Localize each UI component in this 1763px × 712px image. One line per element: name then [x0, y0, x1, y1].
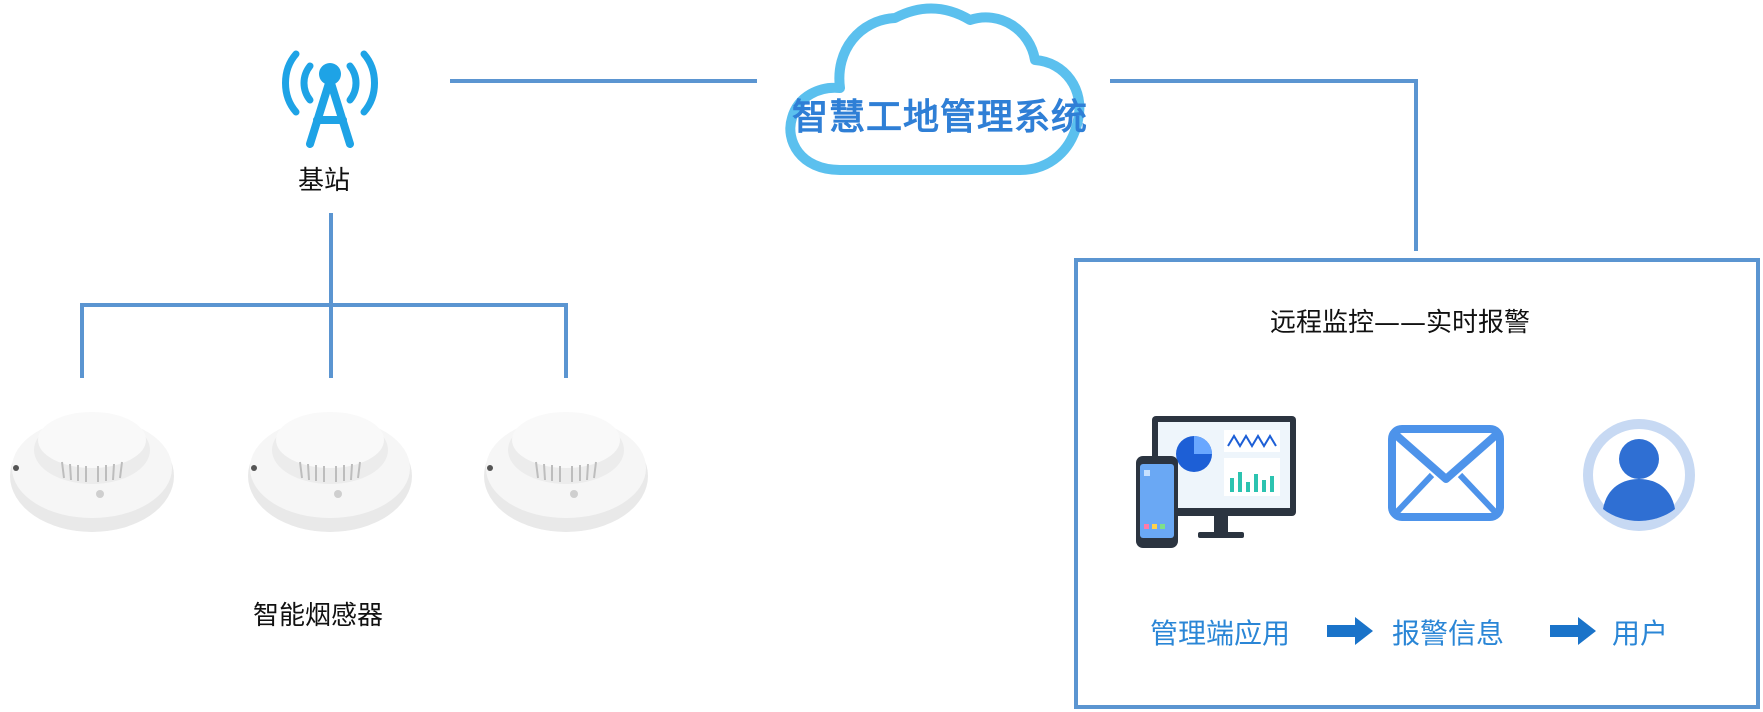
antenna-tower-icon — [282, 50, 378, 148]
connector-cloud-to-panel-v — [1414, 79, 1418, 251]
connector-sensor-1 — [80, 303, 84, 378]
cloud-icon — [785, 3, 1085, 175]
step-label-user: 用户 — [1612, 617, 1669, 650]
step-label-alarm-info: 报警信息 — [1392, 617, 1505, 650]
panel-title: 远程监控——实时报警 — [1270, 308, 1531, 338]
sensors-label: 智能烟感器 — [253, 601, 384, 631]
mail-icon — [1388, 425, 1504, 521]
connector-sensor-3 — [564, 303, 568, 378]
connector-cloud-to-panel-h — [1110, 79, 1417, 83]
arrow-right-icon — [1550, 617, 1596, 645]
base-station-label: 基站 — [298, 166, 351, 196]
user-avatar-icon — [1583, 419, 1695, 531]
cloud-title: 智慧工地管理系统 — [791, 97, 1088, 138]
smoke-detector-icon — [484, 412, 648, 532]
connector-tower-to-cloud — [450, 79, 757, 83]
remote-monitoring-panel: 远程监控——实时报警 管理端应用 — [1074, 258, 1760, 709]
smoke-detector-icon — [248, 412, 412, 532]
arrow-right-icon — [1327, 617, 1373, 645]
connector-tower-down — [329, 213, 333, 378]
monitor-phone-icon — [1136, 416, 1296, 548]
connector-sensor-bus — [80, 303, 568, 307]
step-label-management-app: 管理端应用 — [1150, 617, 1291, 650]
smoke-detector-icon — [10, 412, 174, 532]
